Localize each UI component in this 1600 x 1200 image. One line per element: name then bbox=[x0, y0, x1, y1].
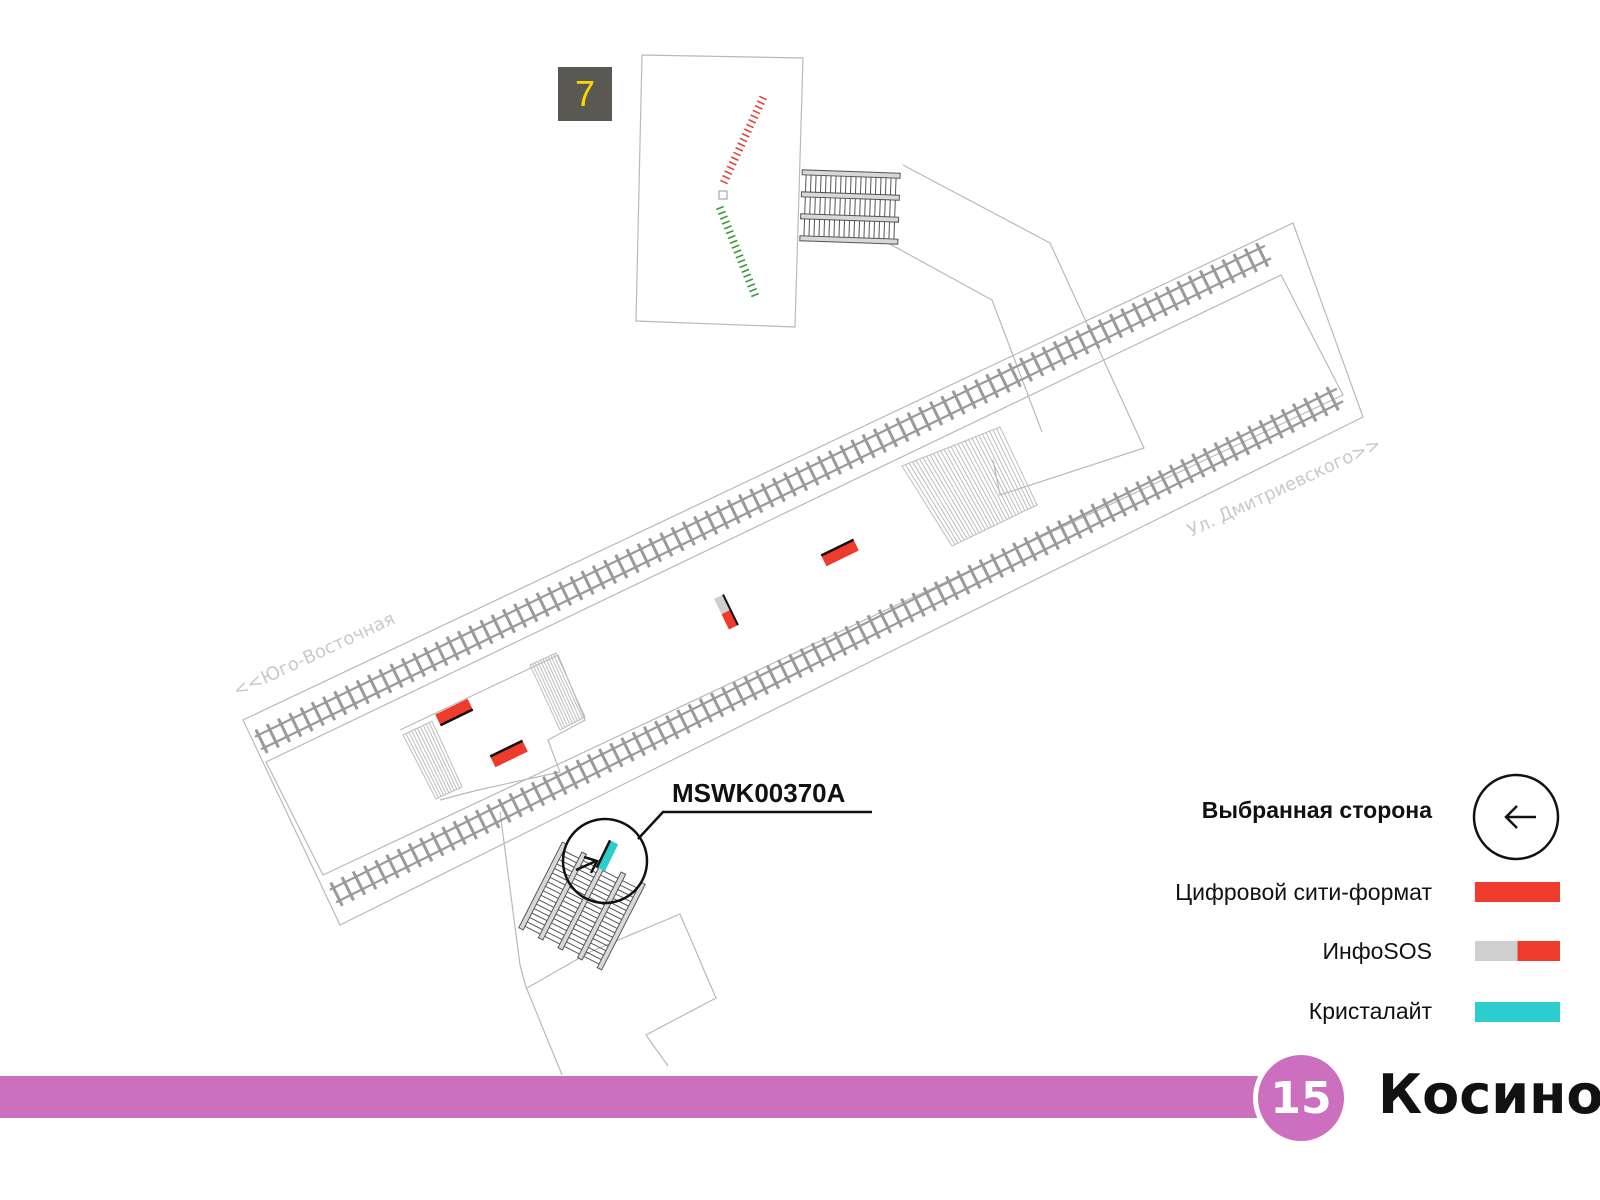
direction-arrow-icon bbox=[575, 855, 599, 874]
exit-marker bbox=[718, 190, 728, 200]
legend-label-crystal: Кристалайт bbox=[1308, 998, 1432, 1024]
platform-stairs-left bbox=[402, 720, 463, 800]
platform-outline bbox=[242, 222, 1364, 926]
upper-passage bbox=[902, 164, 1145, 496]
platform-stairs-mid bbox=[901, 426, 1038, 547]
ad-placement bbox=[435, 698, 474, 727]
ad-placement bbox=[489, 739, 528, 768]
placement-code: MSWK00370A bbox=[672, 778, 846, 808]
legend-label-digital: Цифровой сити-формат bbox=[1175, 879, 1432, 905]
track-south bbox=[329, 386, 1344, 907]
infosos-placement bbox=[714, 594, 739, 630]
ad-placement bbox=[820, 538, 859, 567]
left-stair-block bbox=[399, 654, 586, 801]
selected-side-icon bbox=[1472, 773, 1560, 861]
callout-leader bbox=[637, 810, 872, 840]
crystal-placement[interactable] bbox=[595, 839, 619, 872]
upper-passage-inner bbox=[887, 242, 1043, 433]
track-north bbox=[254, 242, 1272, 754]
legend-swatch-digital bbox=[1475, 882, 1560, 902]
lower-vestibule-2 bbox=[526, 913, 717, 1067]
legend-title: Выбранная сторона bbox=[1201, 797, 1432, 823]
upper-vestibule bbox=[635, 54, 804, 328]
island-platform bbox=[265, 274, 1344, 876]
line-number-badge: 15 bbox=[1253, 1050, 1349, 1146]
legend-label-infosos: ИнфоSOS bbox=[1322, 938, 1432, 964]
selected-placement-circle[interactable] bbox=[561, 817, 649, 905]
escalator-lower bbox=[518, 841, 646, 971]
legend-swatch-infosos bbox=[1475, 941, 1560, 961]
legend-swatch-crystal bbox=[1475, 1002, 1560, 1022]
exit-number-badge: 7 bbox=[558, 67, 612, 121]
station-name: Косино bbox=[1378, 1063, 1600, 1126]
platform-stairs-left-2 bbox=[529, 652, 586, 731]
exit-path-red bbox=[720, 95, 767, 185]
lower-vestibule bbox=[499, 811, 563, 1076]
metro-line-bar bbox=[0, 1076, 1260, 1118]
exit-path-green bbox=[715, 205, 760, 298]
escalator-upper bbox=[799, 169, 901, 245]
